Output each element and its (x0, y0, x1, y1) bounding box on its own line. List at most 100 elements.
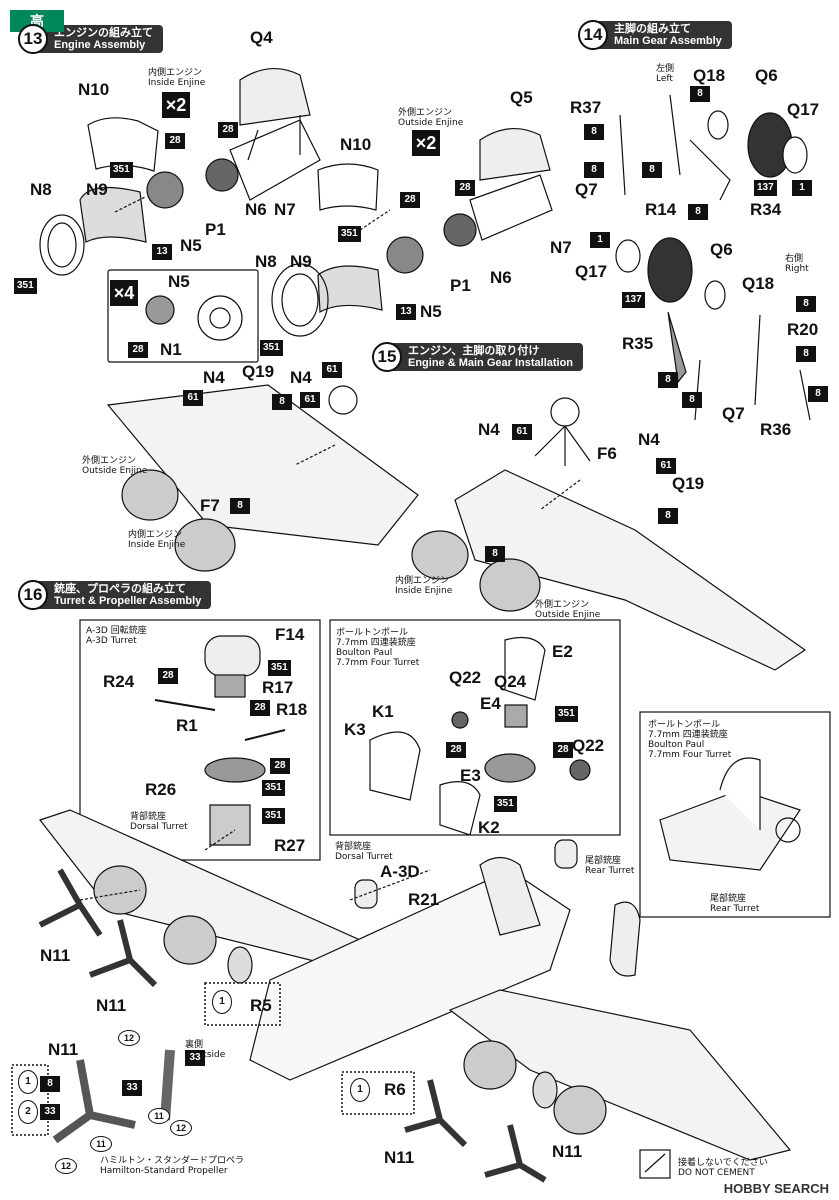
badge-28-e: 28 (128, 342, 148, 358)
part-n9-right: N9 (290, 252, 312, 271)
part-n5-right: N5 (420, 302, 442, 321)
part-r20: R20 (787, 320, 819, 339)
badge-12-c: 12 (55, 1158, 77, 1174)
badge-11-b: 11 (148, 1108, 170, 1124)
propeller-right-1 (404, 1079, 468, 1148)
badge-351-d: 351 (260, 340, 283, 356)
part-e2: E2 (552, 642, 573, 661)
note-rear-turret-1: 尾部銃座 Rear Turret (585, 856, 635, 876)
part-n5-detail: N5 (168, 272, 190, 291)
badge-351-b: 351 (14, 278, 37, 294)
part-n10-right: N10 (340, 135, 372, 154)
badge-8-b: 8 (584, 124, 604, 140)
badge-8-j: 8 (808, 386, 828, 402)
part-r18: R18 (276, 700, 308, 719)
part-a3d: A-3D (380, 862, 420, 881)
part-q17-right: Q17 (575, 262, 608, 281)
option-2-left: 2 (18, 1100, 38, 1124)
note-right: 右側 Right (785, 254, 809, 274)
step-15-title-en: Engine & Main Gear Installation (408, 357, 574, 369)
note-inside-engine-13: 内側エンジン Inside Enjine (148, 68, 206, 88)
step-14-title-jp: 主脚の組み立て (614, 22, 691, 35)
part-n11-a: N11 (40, 946, 71, 965)
note-boulton-paul-2: ボールトンポール 7.7mm 四連装銃座 Boulton Paul 7.7mm … (648, 720, 732, 760)
badge-8-n: 8 (485, 546, 505, 562)
part-q6-left: Q6 (755, 66, 778, 85)
badge-8-o: 8 (40, 1076, 60, 1092)
badge-28-b: 28 (218, 122, 238, 138)
badge-28-a: 28 (165, 133, 185, 149)
ring-n8-left (39, 214, 85, 276)
badge-8-f: 8 (796, 296, 816, 312)
badge-8-g: 8 (796, 346, 816, 362)
badge-8-k: 8 (272, 394, 292, 410)
part-n4-a: N4 (203, 368, 225, 387)
badge-1-a: 1 (792, 180, 812, 196)
badge-12-a: 12 (118, 1030, 140, 1046)
ring-n8-right (271, 263, 329, 337)
part-n4-d: N4 (638, 430, 660, 449)
part-k3: K3 (344, 720, 366, 739)
airplane-fuselage (249, 869, 571, 1081)
badge-11-a: 11 (90, 1136, 112, 1152)
badge-8-m: 8 (658, 508, 678, 524)
boulton-paul-box (329, 619, 621, 836)
note-inside-engine-15b: 内側エンジン Inside Enjine (395, 576, 453, 596)
step-13-number: 13 (18, 24, 48, 54)
badge-8-l: 8 (230, 498, 250, 514)
part-r37: R37 (570, 98, 602, 117)
note-a3d-turret: A-3D 回転銃座 A-3D Turret (86, 626, 147, 646)
badge-351-g: 351 (262, 808, 285, 824)
part-f14: F14 (275, 625, 305, 644)
part-q6-right: Q6 (710, 240, 733, 259)
part-q17-left: Q17 (787, 100, 820, 119)
badge-28-i: 28 (446, 742, 466, 758)
part-r14: R14 (645, 200, 677, 219)
rear-turret-box (639, 711, 831, 918)
part-e4: E4 (480, 694, 501, 713)
badge-12-b: 12 (170, 1120, 192, 1136)
badge-8-h: 8 (658, 372, 678, 388)
note-outside-engine-13: 外側エンジン Outside Enjine (398, 108, 464, 128)
part-r34: R34 (750, 200, 782, 219)
badge-137-a: 137 (754, 180, 777, 196)
note-boulton-paul-1: ボールトンポール 7.7mm 四連装銃座 Boulton Paul 7.7mm … (336, 628, 420, 668)
part-q24: Q24 (494, 672, 527, 691)
badge-13-b: 13 (396, 304, 416, 320)
nacelle-n7-right (469, 174, 553, 241)
note-outside-engine-15a: 外側エンジン Outside Enjine (82, 456, 148, 476)
a3d-turret-box (79, 619, 321, 861)
nacelle-q4-left (239, 67, 311, 126)
part-n11-e: N11 (552, 1142, 583, 1161)
step-16-title-en: Turret & Propeller Assembly (54, 595, 202, 607)
badge-351-c: 351 (338, 226, 361, 242)
step-13-header: 13 エンジンの組み立て Engine Assembly (18, 24, 163, 54)
note-hamilton-propeller: ハミルトン・スタンダードプロペラ Hamilton-Standard Prope… (100, 1156, 245, 1176)
part-r36: R36 (760, 420, 792, 439)
cowl-n9-right (317, 265, 383, 313)
step-14-number: 14 (578, 20, 608, 50)
propeller-left-2 (88, 919, 158, 988)
part-n8-left: N8 (30, 180, 52, 199)
multiplier-x4: ×4 (110, 280, 138, 306)
badge-351-i: 351 (494, 796, 517, 812)
cowl-n10-right (317, 163, 379, 211)
part-n6-left: N6 (245, 200, 267, 219)
part-q19-a: Q19 (242, 362, 275, 381)
badge-8-d: 8 (642, 162, 662, 178)
part-r6: R6 (384, 1080, 406, 1099)
strut-right (694, 314, 811, 421)
part-q5: Q5 (510, 88, 533, 107)
badge-351-f: 351 (262, 780, 285, 796)
engine-n6-left (205, 158, 239, 192)
part-r5: R5 (250, 996, 272, 1015)
part-n11-b: N11 (96, 996, 127, 1015)
step-15-header: 15 エンジン、主脚の取り付け Engine & Main Gear Insta… (372, 342, 584, 372)
badge-33-a: 33 (40, 1104, 60, 1120)
part-r1: R1 (176, 716, 198, 735)
part-p1-left: P1 (205, 220, 226, 239)
step-14-title-en: Main Gear Assembly (614, 35, 722, 47)
note-dorsal-turret-2: 背部銃座 Dorsal Turret (335, 842, 393, 862)
badge-28-g: 28 (250, 700, 270, 716)
badge-28-d: 28 (455, 180, 475, 196)
